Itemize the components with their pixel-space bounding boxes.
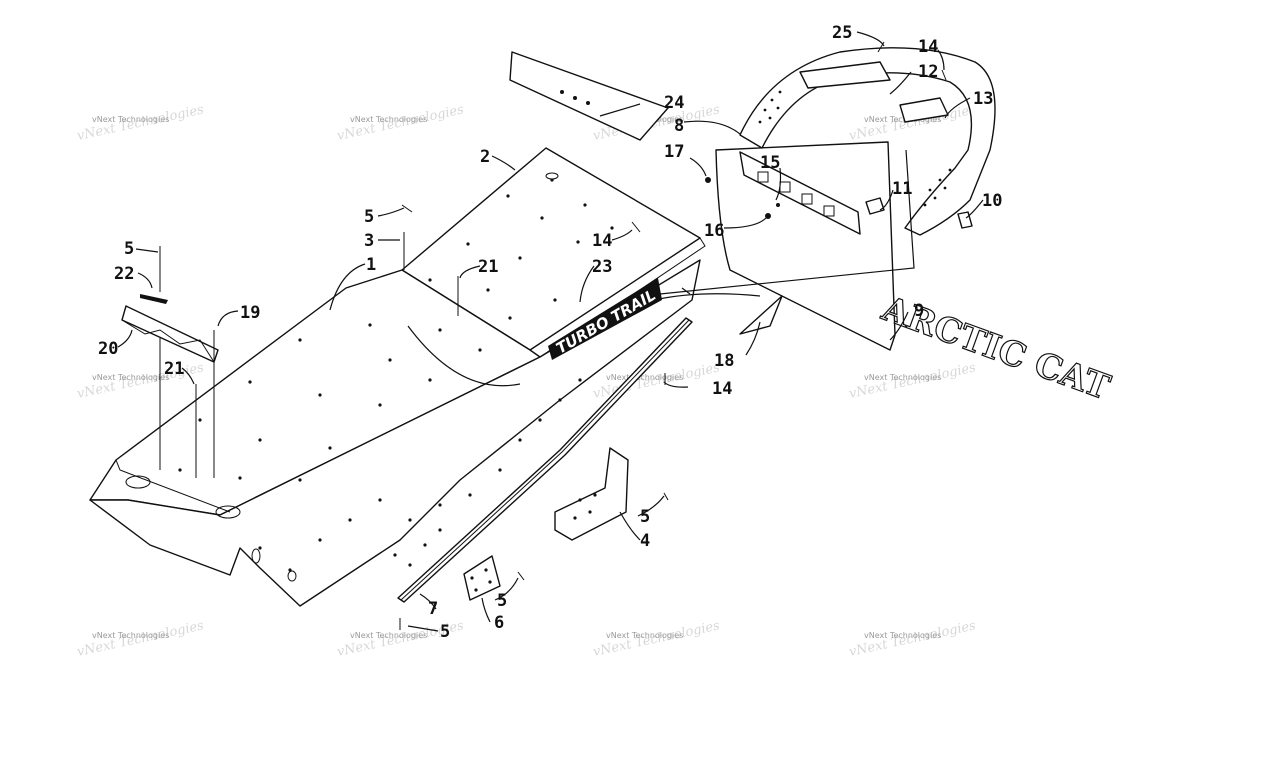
callout-5: 5 [124,239,134,259]
deck-holes [428,178,614,320]
snowflap-text: ARCTIC CAT [876,289,1115,409]
watermark: vNext Technologies vNext Technologies [336,102,466,144]
svg-text:vNext Technologies: vNext Technologies [92,373,169,382]
callout-8: 8 [674,116,684,136]
svg-text:vNext Technologies: vNext Technologies [606,373,683,382]
svg-text:vNext Technologies: vNext Technologies [864,373,941,382]
callout-14: 14 [712,379,732,399]
callout-21: 21 [478,257,498,277]
part-20-bracket [121,305,219,363]
watermark: vNext Technologies vNext Technologies [76,102,206,144]
callout-2: 2 [480,147,490,167]
part-22-clip [140,294,168,304]
callout-7: 7 [428,599,438,619]
callout-20: 20 [98,339,118,359]
callout-5: 5 [640,507,650,527]
callout-10: 10 [982,191,1002,211]
part-6-plate [463,555,501,601]
svg-text:vNext Technologies: vNext Technologies [92,115,169,124]
callout-4: 4 [640,531,650,551]
part-11-clip [865,197,885,215]
callout-labels: 25 14 12 13 24 8 17 15 11 10 16 9 18 14 … [98,23,1002,642]
callout-14: 14 [592,231,612,251]
svg-text:vNext Technologies: vNext Technologies [864,115,941,124]
part-24-sheet [509,51,669,141]
part-12-bumper [739,47,996,236]
callout-19: 19 [240,303,260,323]
svg-text:vNext Technologies: vNext Technologies [350,115,427,124]
callout-12: 12 [918,62,938,82]
part-18-plate [739,295,783,335]
svg-text:vNext Technologies: vNext Technologies [864,631,941,640]
callout-22: 22 [114,264,134,284]
part-9-snowflap: ARCTIC CAT [715,141,1115,409]
part-7-rail [397,317,693,603]
watermark: vNext Technologies vNext Technologies [848,360,978,402]
watermark: vNext Technologies vNext Technologies [848,618,978,660]
part-4-bracket [554,447,629,541]
callout-5: 5 [440,622,450,642]
callout-25: 25 [832,23,852,43]
callout-24: 24 [664,93,684,113]
tunnel-holes [178,323,582,572]
svg-text:vNext Technologies: vNext Technologies [92,631,169,640]
callout-18: 18 [714,351,734,371]
callout-5: 5 [364,207,374,227]
part-1-tunnel [89,259,701,607]
callout-6: 6 [494,613,504,633]
callout-11: 11 [892,179,912,199]
callout-17: 17 [664,142,684,162]
callout-9: 9 [914,301,924,321]
svg-text:vNext Technologies: vNext Technologies [350,631,427,640]
watermark: vNext Technologies vNext Technologies [592,618,722,660]
callout-5: 5 [497,591,507,611]
watermark: vNext Technologies vNext Technologies [76,360,206,402]
callout-3: 3 [364,231,374,251]
svg-text:vNext Technologies: vNext Technologies [606,631,683,640]
callout-16: 16 [704,221,724,241]
callout-23: 23 [592,257,612,277]
callout-21: 21 [164,359,184,379]
leader-lines [117,31,984,632]
watermark: vNext Technologies vNext Technologies [76,618,206,660]
fasteners [159,41,947,630]
callout-1: 1 [366,255,376,275]
callout-15: 15 [760,153,780,173]
callout-14: 14 [918,37,938,57]
bumper-holes [758,90,952,207]
callout-13: 13 [973,89,993,109]
